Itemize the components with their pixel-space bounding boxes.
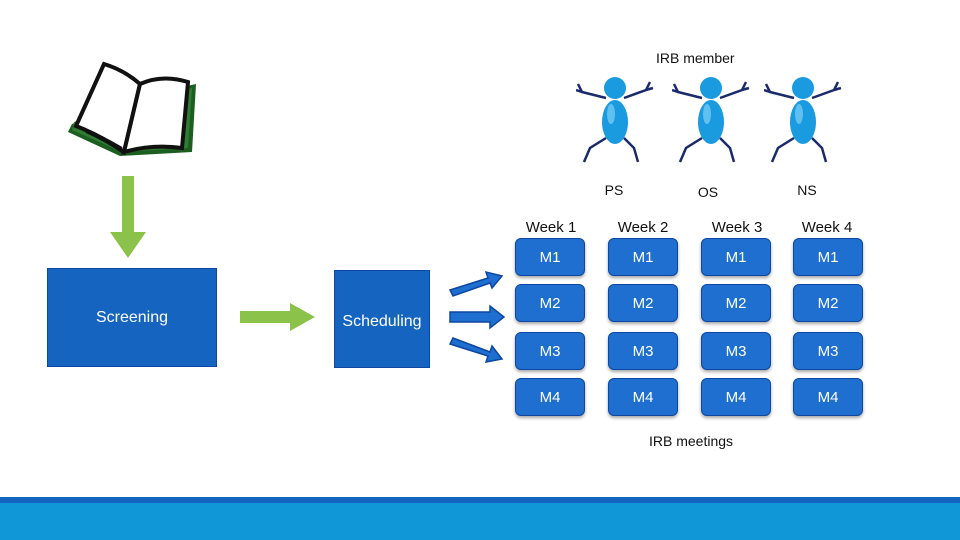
irb-member-os-figure-icon: [672, 77, 750, 163]
book-icon: [68, 61, 196, 156]
meeting-w1-m3: M3: [515, 332, 585, 370]
member-role-os: OS: [697, 184, 719, 200]
scheduling-label: Scheduling: [342, 313, 422, 330]
meeting-w2-m4: M4: [608, 378, 678, 416]
meeting-w4-m4: M4: [793, 378, 863, 416]
meeting-w3-m4: M4: [701, 378, 771, 416]
fanout-arrow-up: [448, 270, 504, 297]
meeting-w3-m1: M1: [701, 238, 771, 276]
fanout-arrow-down: [448, 337, 504, 363]
meeting-w4-m3: M3: [793, 332, 863, 370]
meeting-w1-m2: M2: [515, 284, 585, 322]
week-header-1: Week 1: [525, 219, 577, 236]
meeting-w1-m1: M1: [515, 238, 585, 276]
irb-member-ps-figure-icon: [576, 77, 654, 163]
footer-band: [0, 497, 960, 540]
irb-member-title: IRB member: [656, 50, 735, 66]
week-header-4: Week 4: [801, 219, 853, 236]
meeting-w3-m3: M3: [701, 332, 771, 370]
fanout-arrows: [448, 270, 506, 363]
fanout-arrow-mid: [449, 304, 506, 330]
week-header-2: Week 2: [617, 219, 669, 236]
meeting-w2-m3: M3: [608, 332, 678, 370]
screening-label: Screening: [95, 308, 169, 326]
meeting-w2-m1: M1: [608, 238, 678, 276]
scheduling-box: Scheduling: [334, 270, 430, 368]
irb-meetings-caption: IRB meetings: [649, 433, 734, 449]
meeting-w2-m2: M2: [608, 284, 678, 322]
meeting-w3-m2: M2: [701, 284, 771, 322]
screening-box: Screening: [47, 268, 217, 367]
right-arrow: [240, 303, 315, 331]
member-role-ns: NS: [797, 182, 817, 198]
meeting-w4-m1: M1: [793, 238, 863, 276]
week-header-3: Week 3: [711, 219, 763, 236]
irb-member-ns-figure-icon: [764, 77, 842, 163]
meeting-w4-m2: M2: [793, 284, 863, 322]
footer-line: [0, 497, 960, 503]
meeting-w1-m4: M4: [515, 378, 585, 416]
down-arrow: [110, 176, 146, 258]
member-role-ps: PS: [604, 182, 624, 198]
